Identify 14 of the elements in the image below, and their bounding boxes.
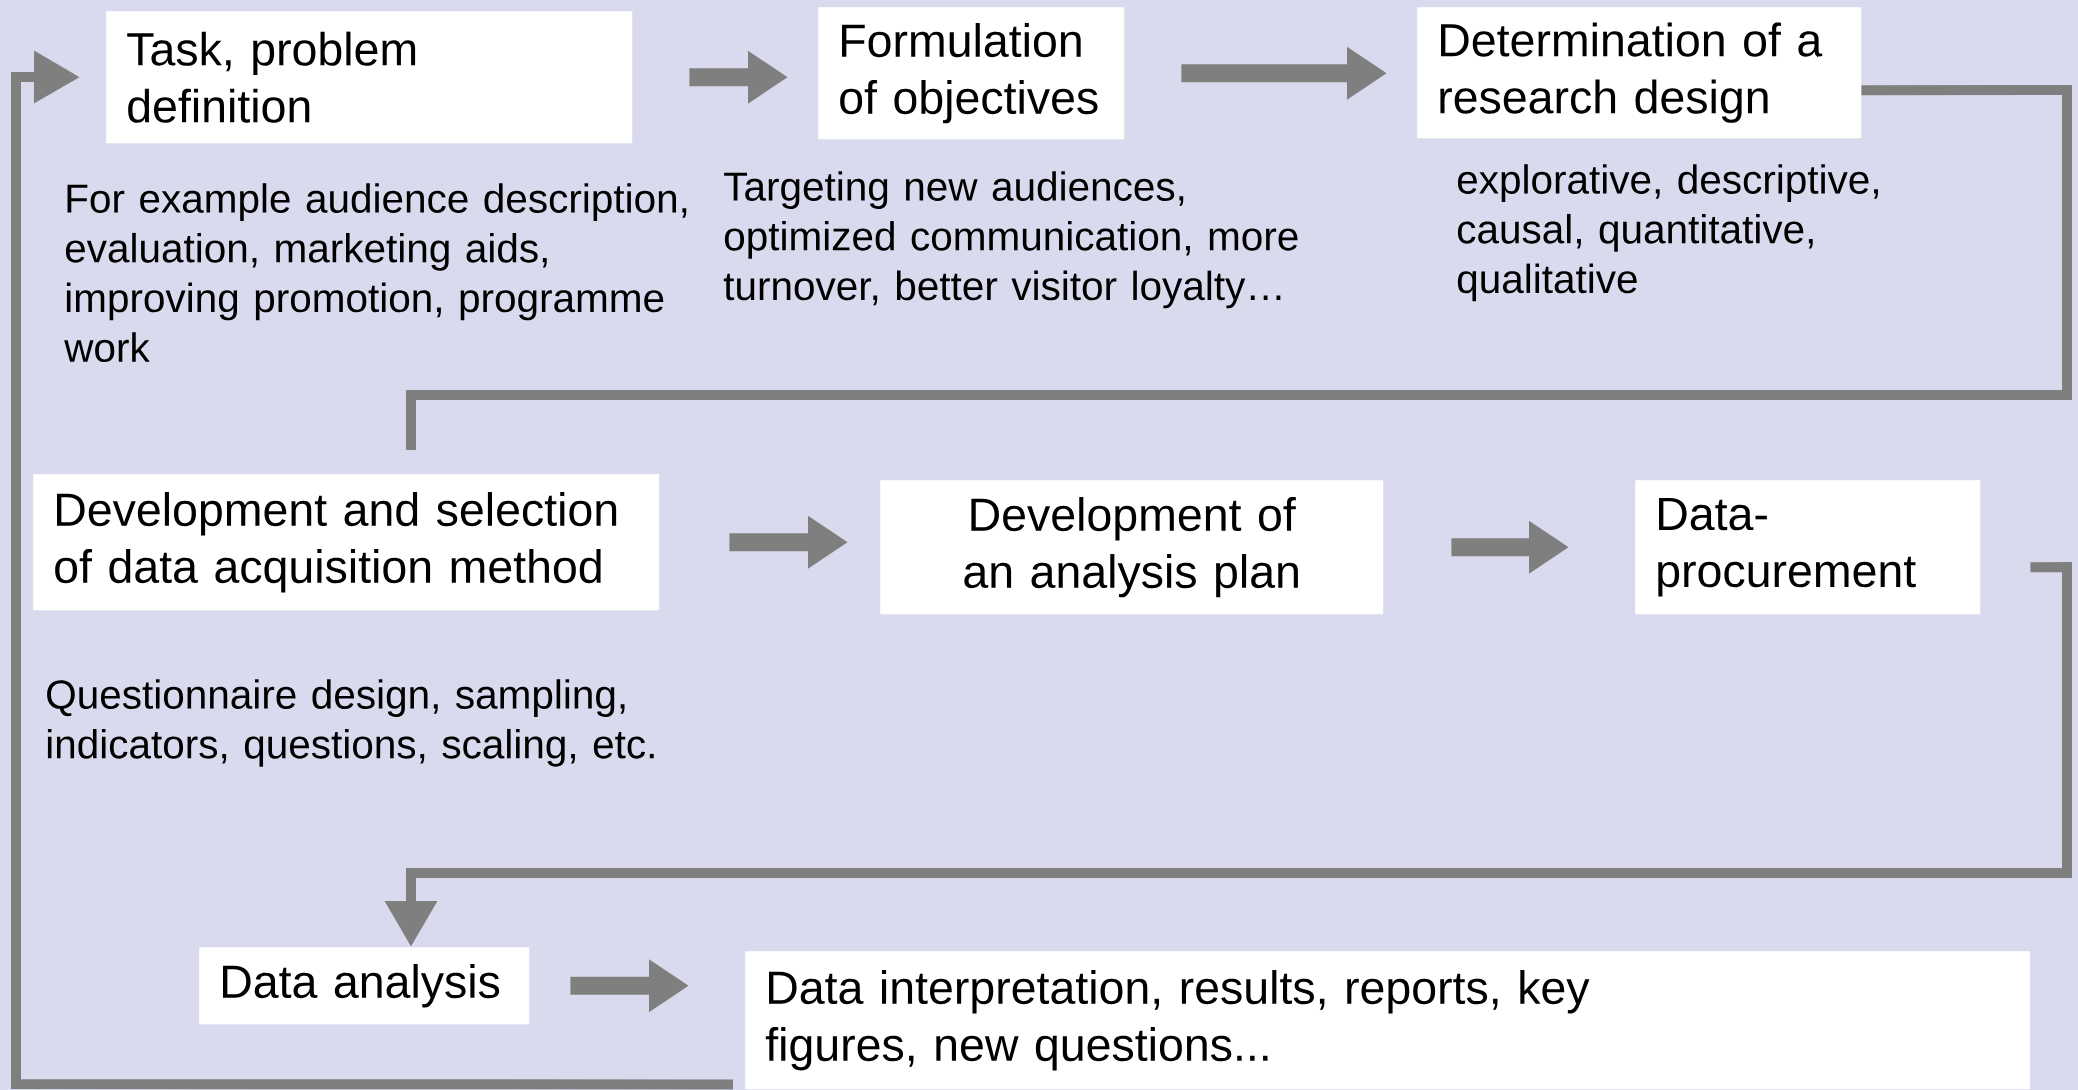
process-box: Determination of a research design bbox=[1417, 7, 1862, 139]
description-text: Targeting new audiences, optimized communication, more turnover, better visitor loyalty… bbox=[723, 171, 1298, 309]
process-box: Data-procurement bbox=[1635, 480, 1981, 615]
arrow bbox=[11, 50, 733, 1090]
process-box: Development of an analysis plan bbox=[880, 480, 1384, 615]
connector-line bbox=[406, 85, 2072, 450]
process-box: Development and selection of data acquisition method bbox=[33, 474, 660, 611]
process-box: Data analysis bbox=[199, 947, 530, 1025]
description-text: explorative, descriptive, causal, quantitative, qualitative bbox=[1457, 164, 1878, 302]
process-box: Task, problem definition bbox=[106, 11, 633, 144]
process-box: Formulation of objectives bbox=[818, 7, 1125, 140]
description-text: For example audience description, evaluation, marketing aids, improving promotion, programme work bbox=[64, 183, 687, 363]
description-text: Questionnaire design, sampling, indicators, questions, scaling, etc. bbox=[47, 679, 654, 767]
process-box: Data interpretation, results, reports, key figures, new questions... bbox=[745, 951, 2031, 1090]
